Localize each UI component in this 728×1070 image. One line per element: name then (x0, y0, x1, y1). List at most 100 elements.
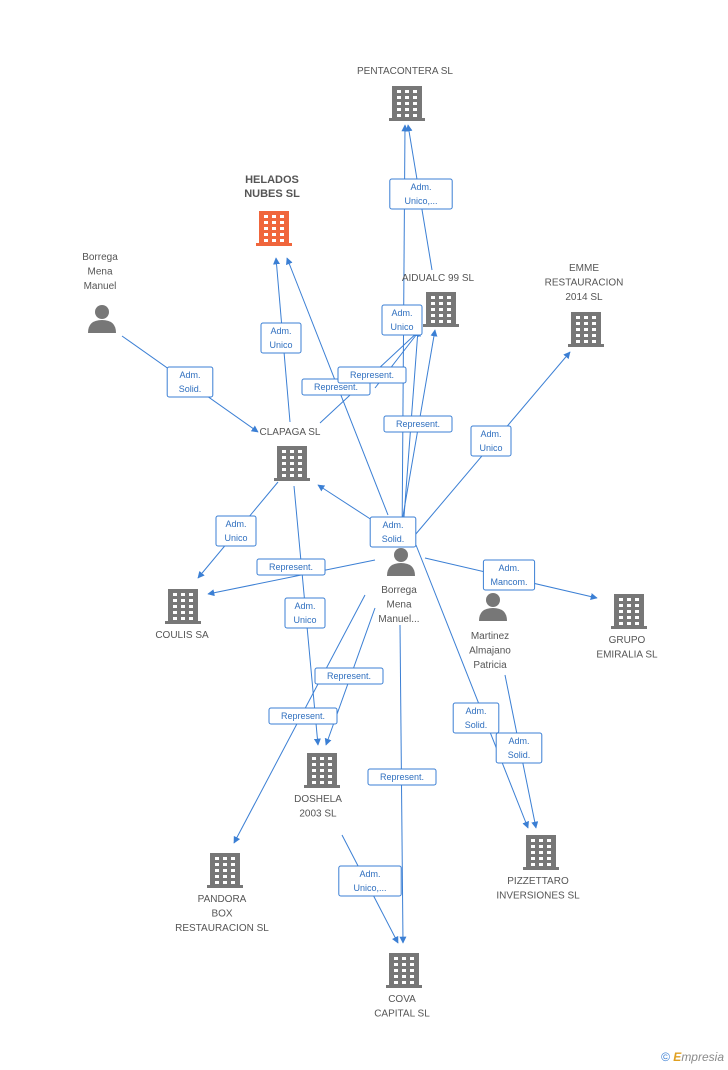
building-window (181, 617, 185, 620)
node-label[interactable]: Mena (386, 600, 411, 611)
node-label[interactable]: PANDORA (198, 894, 247, 905)
edge-label-box[interactable] (367, 768, 437, 786)
edge-label-box[interactable] (369, 516, 417, 548)
node-label[interactable]: Mena (87, 267, 112, 278)
building-icon[interactable] (611, 594, 647, 629)
edge-label-box[interactable] (215, 515, 257, 547)
node-label[interactable]: CAPITAL SL (374, 1009, 430, 1020)
person-icon[interactable] (479, 593, 507, 621)
building-icon[interactable] (274, 446, 310, 481)
edge-label-doshela-cova[interactable]: Adm.Unico,... (338, 865, 402, 897)
edge-label-borrega2-clapaga[interactable]: Adm.Solid. (369, 516, 417, 548)
building-icon[interactable] (389, 86, 425, 121)
node-emme[interactable]: EMME RESTAURACION 2014 SL (545, 263, 624, 347)
edge-label-box[interactable] (314, 667, 384, 685)
edge-label-martinez-pizzettaro[interactable]: Adm.Solid. (495, 732, 543, 764)
edge-label-aidualc-pentacontera[interactable]: Adm.Unico,... (389, 178, 453, 210)
node-label[interactable]: EMME (569, 263, 599, 274)
node-label[interactable]: Borrega (381, 585, 417, 596)
edge-label-box[interactable] (268, 707, 338, 725)
building-icon[interactable] (304, 753, 340, 788)
node-label[interactable]: HELADOS (245, 174, 299, 186)
person-icon[interactable] (88, 305, 116, 333)
building-window (280, 239, 284, 242)
edge-label-clapaga-helados[interactable]: Adm.Unico (260, 322, 302, 354)
node-label[interactable]: Manuel (84, 281, 117, 292)
edge-label-borrega1-clapaga[interactable]: Adm.Solid. (166, 366, 214, 398)
node-label[interactable]: Borrega (82, 252, 118, 263)
node-doshela[interactable]: DOSHELA 2003 SL (294, 753, 342, 820)
node-pentacontera[interactable]: PENTACONTERA SL (357, 66, 453, 121)
edge-label-borrega2-aidualc[interactable]: Adm.Unico (381, 304, 423, 336)
node-helados[interactable]: HELADOS NUBES SL (244, 174, 300, 246)
node-label[interactable]: CLAPAGA SL (260, 427, 321, 438)
edge-label-text: Unico (390, 322, 413, 332)
edge-label-borrega2-aidualc[interactable]: Represent. (337, 366, 407, 384)
node-label[interactable]: Almajano (469, 646, 511, 657)
building-icon[interactable] (423, 292, 459, 327)
edge-label-box[interactable] (452, 702, 500, 734)
edge-label-box[interactable] (284, 597, 326, 629)
edge-label-borrega2-doshela[interactable]: Represent. (314, 667, 384, 685)
edge-label-box[interactable] (166, 366, 214, 398)
edge-label-borrega2-pizzettaro[interactable]: Adm.Solid. (452, 702, 500, 734)
edge-label-borrega2-emiralia[interactable]: Adm.Mancom. (482, 559, 536, 591)
node-label[interactable]: RESTAURACION (545, 278, 624, 289)
node-label[interactable]: PIZZETTARO (507, 876, 569, 887)
node-label[interactable]: RESTAURACION SL (175, 923, 269, 934)
node-label[interactable]: EMIRALIA SL (596, 650, 658, 661)
edge-label-borrega2-coulis[interactable]: Represent. (256, 558, 326, 576)
edge-label-borrega2-cova[interactable]: Represent. (367, 768, 437, 786)
node-label[interactable]: 2014 SL (565, 292, 603, 303)
node-aidualc[interactable]: AIDUALC 99 SL (402, 273, 475, 327)
edge-label-borrega2-aidualc[interactable]: Represent. (383, 415, 453, 433)
node-label[interactable]: Patricia (473, 660, 507, 671)
node-label[interactable]: Martinez (471, 631, 509, 642)
edge-label-box[interactable] (260, 322, 302, 354)
node-label[interactable]: PENTACONTERA SL (357, 66, 453, 77)
node-label[interactable]: COVA (388, 994, 416, 1005)
edge-label-box[interactable] (470, 425, 512, 457)
node-coulis[interactable]: COULIS SA (155, 589, 209, 641)
edge-label-clapaga-doshela[interactable]: Adm.Unico (284, 597, 326, 629)
building-icon[interactable] (165, 589, 201, 624)
node-label[interactable]: INVERSIONES SL (496, 891, 580, 902)
node-label[interactable]: Manuel... (378, 614, 419, 625)
node-borrega2[interactable]: BorregaMenaManuel... (378, 548, 420, 625)
node-pizzettaro[interactable]: PIZZETTARO INVERSIONES SL (496, 835, 580, 902)
edge-label-box[interactable] (337, 366, 407, 384)
building-window (576, 334, 580, 337)
building-icon[interactable] (256, 211, 292, 246)
edge-label-box[interactable] (495, 732, 543, 764)
node-label[interactable]: AIDUALC 99 SL (402, 273, 475, 284)
node-label[interactable]: DOSHELA (294, 794, 342, 805)
building-icon[interactable] (207, 853, 243, 888)
edge-label-box[interactable] (338, 865, 402, 897)
node-label[interactable]: COULIS SA (155, 630, 209, 641)
node-emiralia[interactable]: GRUPO EMIRALIA SL (596, 594, 658, 661)
node-cova[interactable]: COVA CAPITAL SL (374, 953, 430, 1020)
edge-label-box[interactable] (482, 559, 536, 591)
node-clapaga[interactable]: CLAPAGA SL (260, 427, 321, 481)
edge-label-box[interactable] (389, 178, 453, 210)
edge-label-box[interactable] (256, 558, 326, 576)
node-label[interactable]: BOX (211, 909, 232, 920)
building-icon[interactable] (523, 835, 559, 870)
node-label[interactable]: NUBES SL (244, 188, 300, 200)
building-window (547, 839, 551, 842)
building-icon[interactable] (568, 312, 604, 347)
person-icon[interactable] (387, 548, 415, 576)
edge-label-borrega2-emme[interactable]: Adm.Unico (470, 425, 512, 457)
node-label[interactable]: 2003 SL (299, 809, 337, 820)
building-window (405, 96, 409, 99)
edge-label-box[interactable] (381, 304, 423, 336)
edge-label-box[interactable] (383, 415, 453, 433)
node-pandora[interactable]: PANDORA BOX RESTAURACION SL (175, 853, 269, 934)
building-icon[interactable] (386, 953, 422, 988)
edge-label-clapaga-coulis[interactable]: Adm.Unico (215, 515, 257, 547)
node-label[interactable]: GRUPO (609, 635, 646, 646)
edge-label-borrega2-pandora[interactable]: Represent. (268, 707, 338, 725)
